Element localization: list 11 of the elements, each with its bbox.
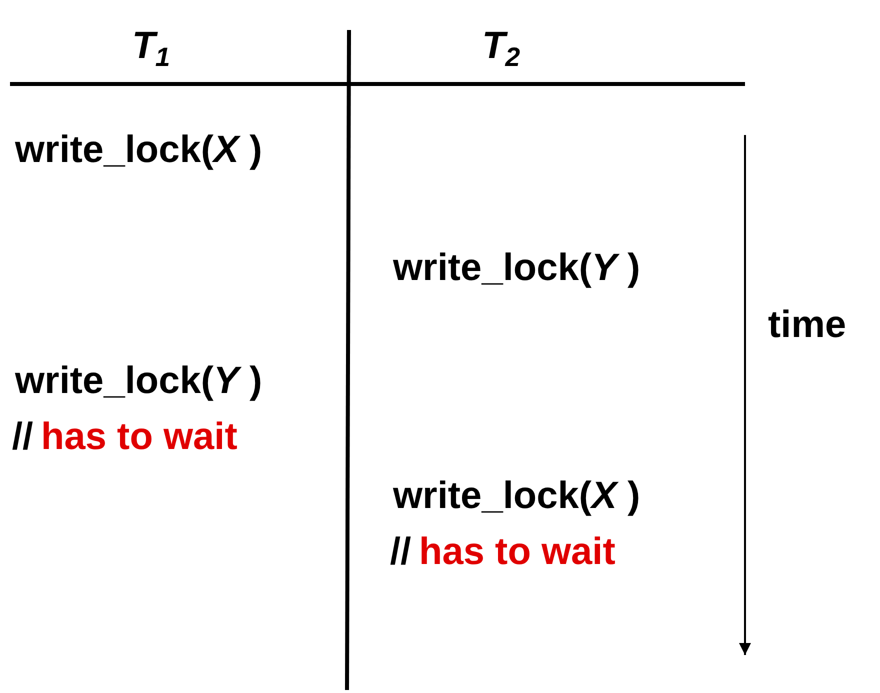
- operation-text: write_lock(X ): [393, 474, 640, 518]
- comment-mark: //: [12, 415, 34, 459]
- column-header: T$_{2}$: [482, 24, 520, 68]
- operation-text: write_lock(Y ): [15, 359, 262, 403]
- comment-text: has to wait: [419, 530, 616, 574]
- column-header: T$_{1}$: [132, 24, 170, 68]
- axis-label: time: [768, 303, 846, 347]
- operation-text: write_lock(X ): [15, 128, 262, 172]
- comment-mark: //: [390, 530, 412, 574]
- comment-text: has to wait: [41, 415, 238, 459]
- operation-text: write_lock(Y ): [393, 246, 640, 290]
